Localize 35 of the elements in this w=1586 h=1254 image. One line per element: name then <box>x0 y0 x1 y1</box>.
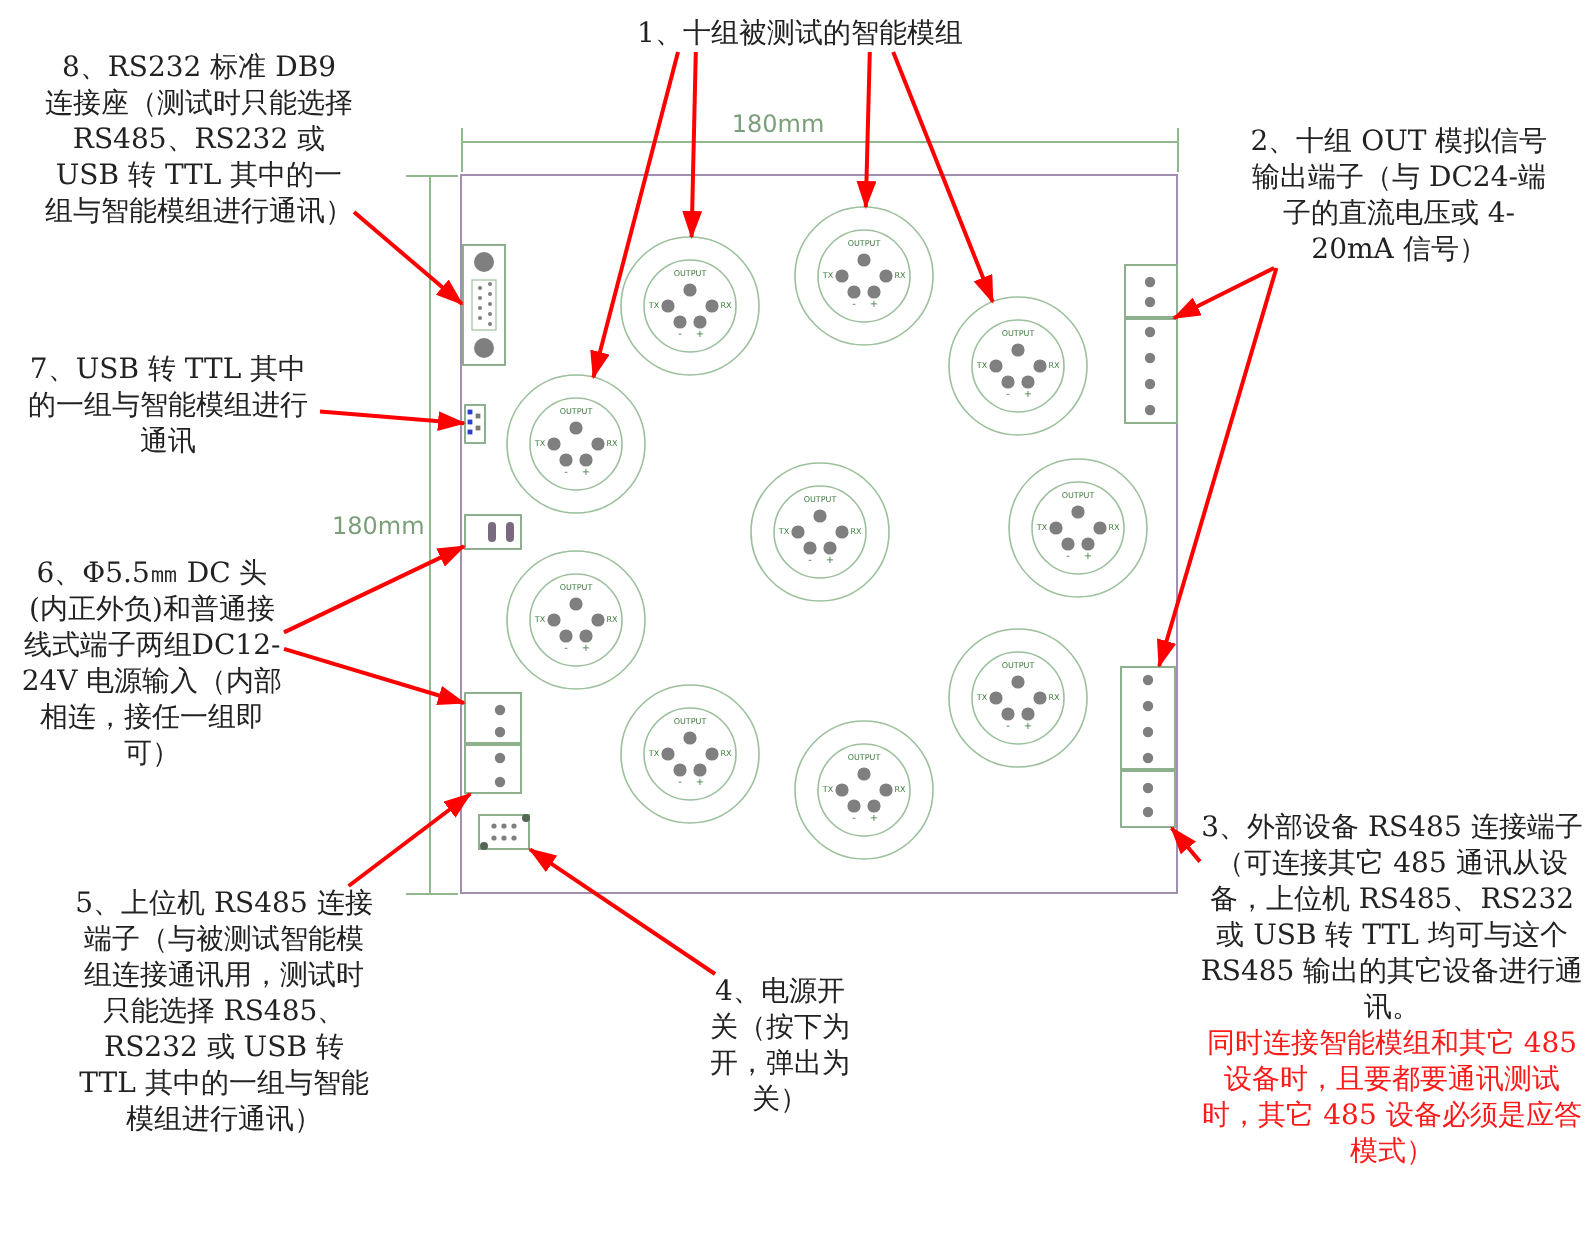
arrow <box>891 51 995 304</box>
dc-jack <box>464 514 522 550</box>
arrow <box>856 51 877 209</box>
pin-header <box>464 404 486 444</box>
terminal-block <box>464 692 522 744</box>
arrow <box>682 51 703 239</box>
terminal-block <box>1120 666 1176 770</box>
arrow <box>1170 826 1202 863</box>
dimension-label: 180mm <box>332 512 425 540</box>
terminal-block <box>1120 770 1176 828</box>
callout-text: 8、RS232 标准 DB9 连接座（测试时只能选择 RS485、RS232 或 USB 转 TTL 其中的一组与智能模组进行通讯） <box>44 50 354 230</box>
dimension-label: 180mm <box>729 110 827 138</box>
arrow <box>1172 266 1275 320</box>
arrow <box>319 409 466 432</box>
warning-note: 同时连接智能模组和其它 485 设备时，且要都要通讯测试时，其它 485 设备必须是应答模式） <box>1200 1026 1584 1170</box>
arrow <box>283 544 466 635</box>
callout-text: 1、十组被测试的智能模组 <box>610 16 990 52</box>
power-switch <box>478 814 530 850</box>
arrow <box>347 792 472 888</box>
arrow <box>590 51 680 380</box>
terminal-block <box>464 744 522 794</box>
callout-text: 5、上位机 RS485 连接端子（与被测试智能模组连接通讯用，测试时只能选择 RS485、RS232 或 USB 转 TTL 其中的一组与智能模组进行通讯） <box>72 886 376 1138</box>
callout-text: 4、电源开关（按下为开，弹出为关） <box>704 974 856 1118</box>
circuit-board <box>460 174 1178 894</box>
arrow <box>528 847 717 976</box>
arrow <box>1156 267 1279 668</box>
callout-text: 2、十组 OUT 模拟信号输出端子（与 DC24-端子的直流电压或 4-20mA 信号） <box>1244 124 1554 268</box>
callout-text: 6、Φ5.5㎜ DC 头(内正外负)和普通接线式端子两组DC12-24V 电源输入（内部相连，接任一组即可） <box>20 556 284 772</box>
callout-text: 3、外部设备 RS485 连接端子（可连接其它 485 通讯从设备，上位机 RS485、RS232 或 USB 转 TTL 均可与这个 RS485 输出的其它设备进行通讯。 <box>1200 810 1584 1026</box>
terminal-block <box>1124 318 1178 424</box>
arrow <box>283 646 466 706</box>
arrow <box>352 210 464 306</box>
callout-text: 7、USB 转 TTL 其中的一组与智能模组进行通讯 <box>16 352 320 460</box>
terminal-block <box>1124 264 1178 318</box>
db9-connector <box>462 244 506 366</box>
